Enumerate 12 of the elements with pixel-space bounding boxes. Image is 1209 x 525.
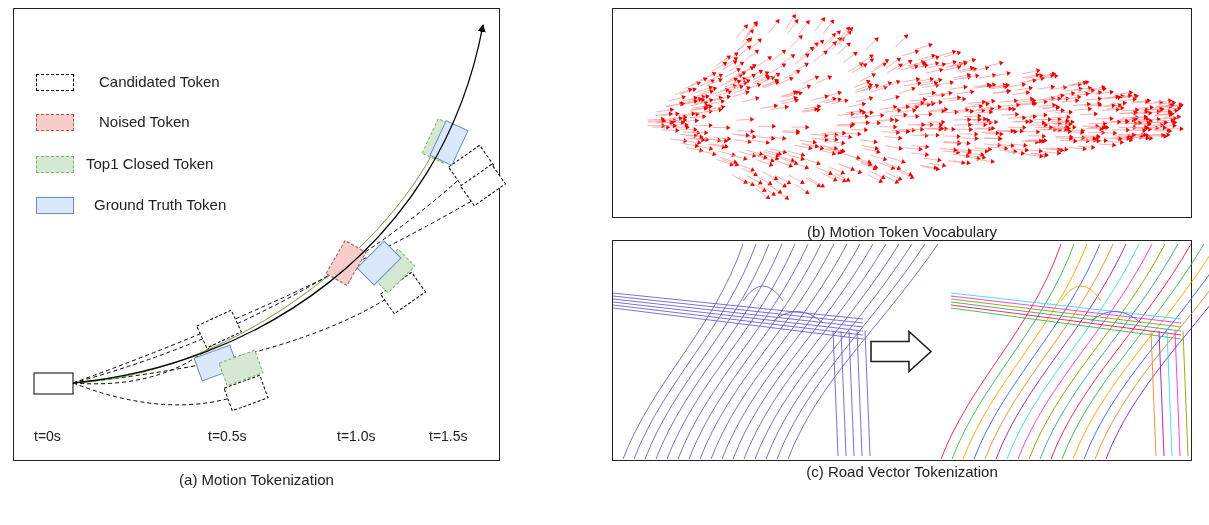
panel-caption: (b) Motion Token Vocabulary <box>807 223 997 240</box>
block-arrow <box>870 329 933 374</box>
legend-label: Noised Token <box>99 113 190 130</box>
time-label: t=0.5s <box>208 428 247 444</box>
legend-label: Candidated Token <box>99 73 220 90</box>
legend-label: Ground Truth Token <box>94 196 227 213</box>
time-label: t=1.0s <box>337 428 376 444</box>
time-label: t=1.5s <box>429 428 468 444</box>
panel-caption: (a) Motion Tokenization <box>179 471 334 488</box>
panel-caption: (c) Road Vector Tokenization <box>806 463 998 480</box>
legend-label: Top1 Closed Token <box>86 155 214 172</box>
time-label: t=0s <box>34 428 61 444</box>
